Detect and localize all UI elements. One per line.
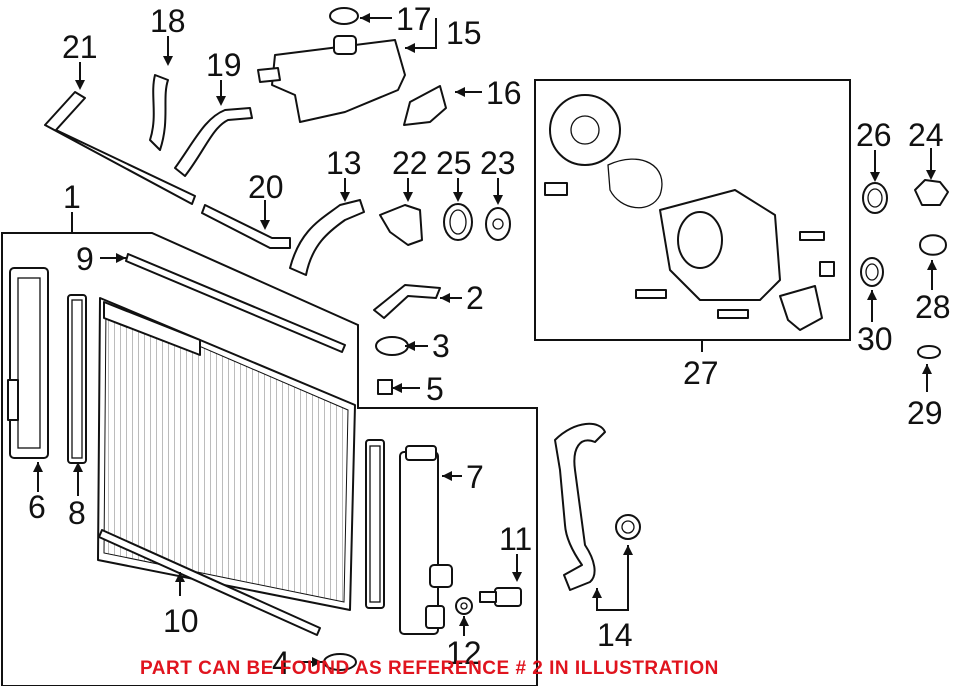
- callout-27: 27: [683, 355, 719, 391]
- left-tank: [7, 267, 49, 459]
- thermostat: [485, 207, 511, 241]
- callout-4: 4: [272, 645, 290, 681]
- callout-23: 23: [480, 145, 516, 181]
- upper-hose: [289, 199, 365, 276]
- thermostat-gasket: [443, 203, 473, 241]
- gasket-28: [919, 234, 947, 256]
- hose-clamp: [615, 514, 641, 540]
- callout-labels: 1 2 3 4 5 6 7 8 9 10 11 12 13 14 15 16 1…: [28, 1, 951, 681]
- upper-strip: [125, 253, 346, 353]
- lower-strip: [98, 529, 321, 636]
- callout-9: 9: [76, 241, 94, 277]
- hose-21: [44, 91, 196, 205]
- callout-22: 22: [392, 145, 428, 181]
- drain-washer: [455, 597, 473, 615]
- callout-30: 30: [857, 321, 893, 357]
- arrowheads: [33, 13, 937, 667]
- callout-12: 12: [446, 635, 482, 671]
- callout-13: 13: [326, 145, 362, 181]
- callout-18: 18: [150, 3, 186, 39]
- radiator-core: [97, 297, 356, 611]
- gasket-29: [917, 345, 941, 359]
- callout-5: 5: [426, 371, 444, 407]
- callout-15: 15: [446, 15, 482, 51]
- reserve-tank: [257, 35, 406, 123]
- callout-21: 21: [62, 29, 98, 65]
- callout-7: 7: [466, 459, 484, 495]
- callout-25: 25: [436, 145, 472, 181]
- sensor-24: [914, 179, 949, 206]
- o-ring-26: [862, 182, 888, 214]
- reserve-cap: [329, 7, 359, 25]
- o-ring-30: [860, 257, 884, 287]
- bracket: [373, 284, 441, 319]
- callout-2: 2: [466, 280, 484, 316]
- callout-14: 14: [597, 617, 633, 653]
- callout-20: 20: [248, 169, 284, 205]
- callout-29: 29: [907, 395, 943, 431]
- callout-28: 28: [915, 289, 951, 325]
- left-seal: [67, 294, 87, 464]
- callout-3: 3: [432, 328, 450, 364]
- right-seal: [365, 439, 385, 609]
- hose-20: [201, 204, 291, 249]
- right-tank: [399, 445, 453, 635]
- callout-1: 1: [63, 179, 81, 215]
- drain-plug: [479, 587, 522, 607]
- clip: [377, 379, 393, 395]
- callout-16: 16: [486, 75, 522, 111]
- thermostat-cover: [379, 204, 423, 246]
- radiator-group-frame: [1, 232, 538, 686]
- callout-24: 24: [908, 117, 944, 153]
- reference-notice: PART CAN BE FOUND AS REFERENCE # 2 IN IL…: [140, 658, 719, 679]
- hose-19: [174, 107, 253, 177]
- hose-18: [149, 74, 169, 151]
- lower-hose: [554, 422, 606, 591]
- cushion: [375, 336, 409, 356]
- callout-11: 11: [499, 521, 532, 557]
- callout-10: 10: [163, 603, 199, 639]
- water-pump-group-frame: [534, 79, 851, 341]
- callout-8: 8: [68, 495, 86, 531]
- callout-26: 26: [856, 117, 892, 153]
- callout-6: 6: [28, 489, 46, 525]
- tank-bracket: [403, 85, 447, 126]
- callout-17: 17: [396, 1, 432, 37]
- callout-19: 19: [206, 47, 242, 83]
- water-pump-assembly: [544, 94, 835, 331]
